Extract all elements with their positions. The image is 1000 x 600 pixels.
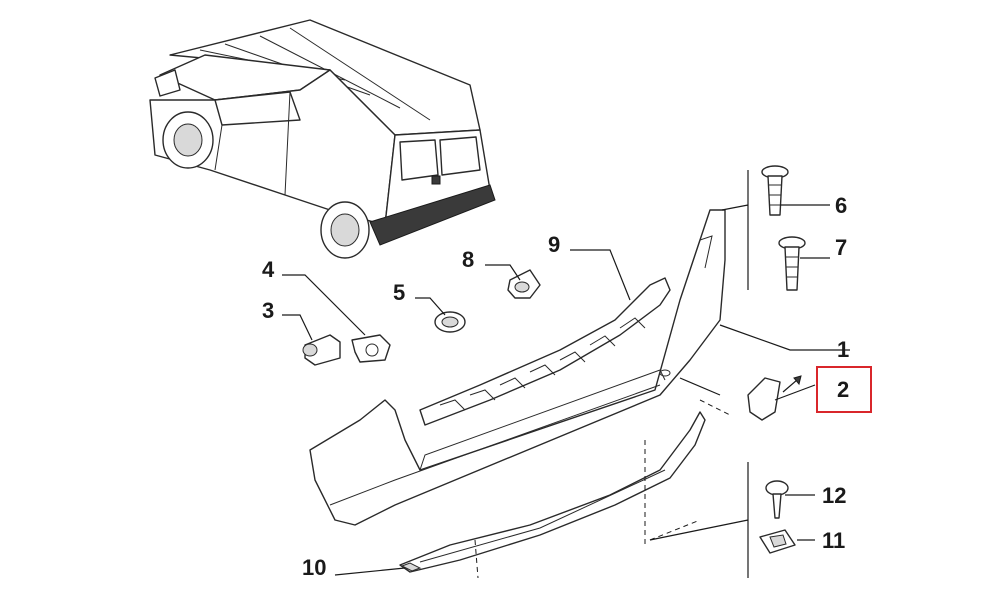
callout-7: 7 — [835, 235, 847, 260]
callout-9: 9 — [548, 232, 560, 257]
callout-10: 10 — [302, 555, 326, 580]
sensor-bracket — [351, 334, 391, 363]
callout-6: 6 — [835, 193, 847, 218]
callout-numbers: 6 7 9 8 4 5 3 1 2 12 11 10 — [262, 193, 872, 580]
callout-1: 1 — [837, 337, 849, 362]
screw-6 — [761, 165, 789, 216]
rear-bumper — [309, 209, 726, 526]
callout-2-highlight-box — [816, 366, 872, 413]
grommet-5 — [434, 311, 466, 333]
callout-4: 4 — [262, 257, 275, 282]
van-illustration — [149, 19, 496, 259]
screw-12 — [765, 480, 789, 519]
leader-lines — [282, 170, 850, 579]
callout-5: 5 — [393, 280, 405, 305]
tow-hook-cover — [747, 375, 802, 421]
clip-11 — [759, 529, 796, 554]
screw-7 — [778, 236, 806, 291]
callout-12: 12 — [822, 483, 846, 508]
callout-2: 2 — [837, 377, 849, 402]
parking-sensor — [302, 334, 341, 366]
callout-3: 3 — [262, 298, 274, 323]
callout-11: 11 — [822, 528, 845, 553]
grommet-8 — [507, 269, 541, 299]
lower-diffuser — [399, 411, 706, 573]
bumper-bracket — [419, 277, 671, 426]
callout-8: 8 — [462, 247, 474, 272]
